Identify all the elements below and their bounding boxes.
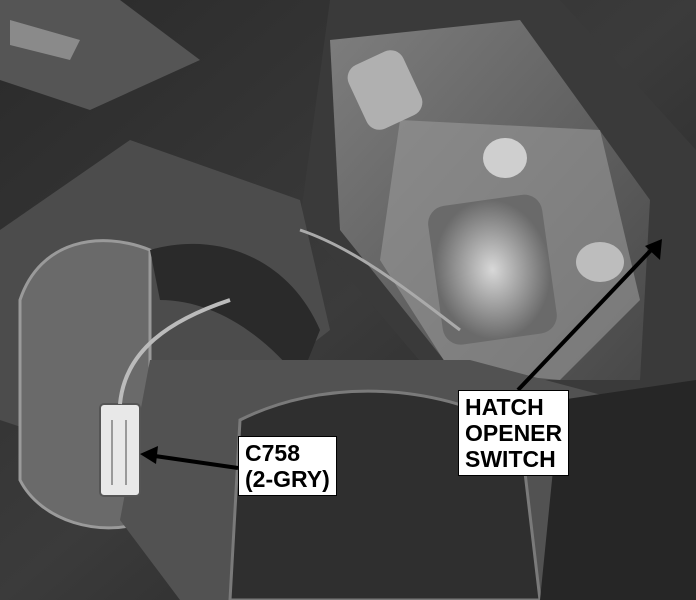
- hatch-switch-label-line1: HATCH: [465, 394, 544, 420]
- arrow-switch: [516, 239, 662, 392]
- connector-label-line1: C758: [245, 440, 300, 466]
- hatch-switch-label-line2: OPENER: [465, 420, 563, 446]
- connector-label: C758 (2-GRY): [238, 436, 337, 496]
- hatch-switch-label-line3: SWITCH: [465, 446, 556, 472]
- hatch-switch-label: HATCH OPENER SWITCH: [458, 390, 570, 476]
- connector-label-line2: (2-GRY): [245, 466, 330, 492]
- arrow-connector: [140, 446, 239, 470]
